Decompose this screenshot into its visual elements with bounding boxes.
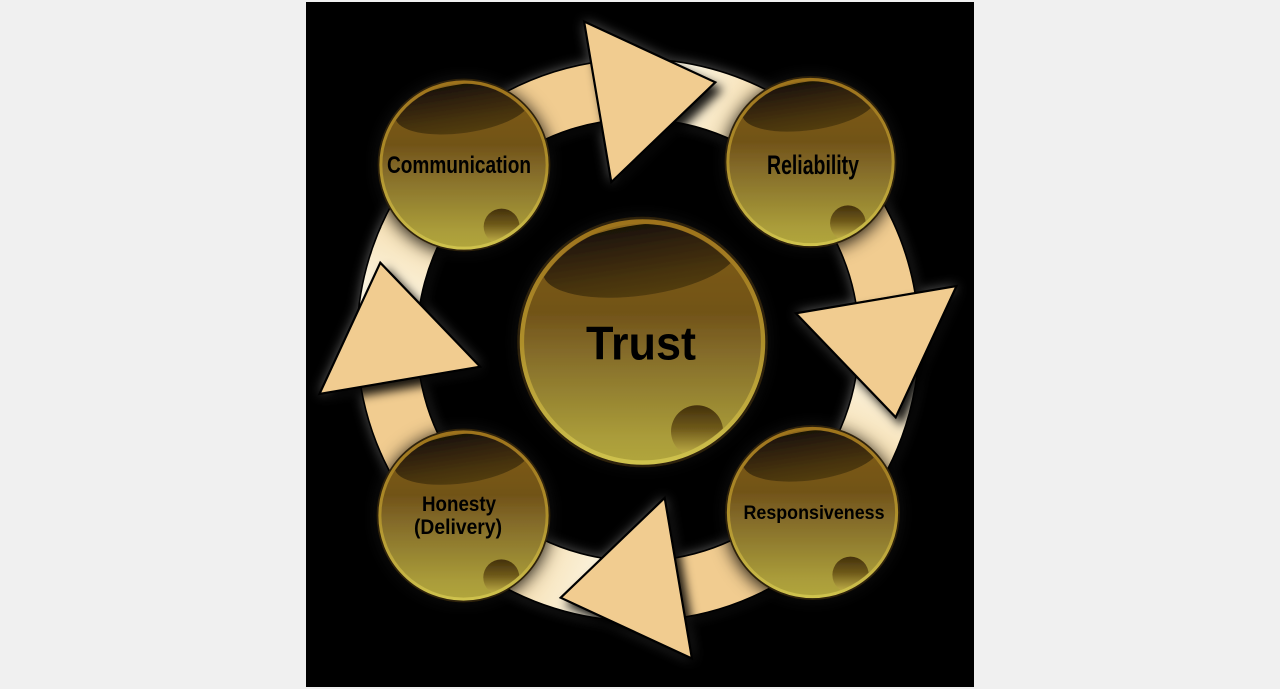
svg-text:Communication: Communication [387, 152, 531, 179]
svg-text:Honesty: Honesty [422, 493, 496, 516]
svg-text:Reliability: Reliability [767, 150, 859, 180]
svg-text:(Delivery): (Delivery) [414, 516, 502, 539]
svg-text:Responsiveness: Responsiveness [744, 502, 885, 524]
svg-text:Trust: Trust [586, 317, 696, 370]
